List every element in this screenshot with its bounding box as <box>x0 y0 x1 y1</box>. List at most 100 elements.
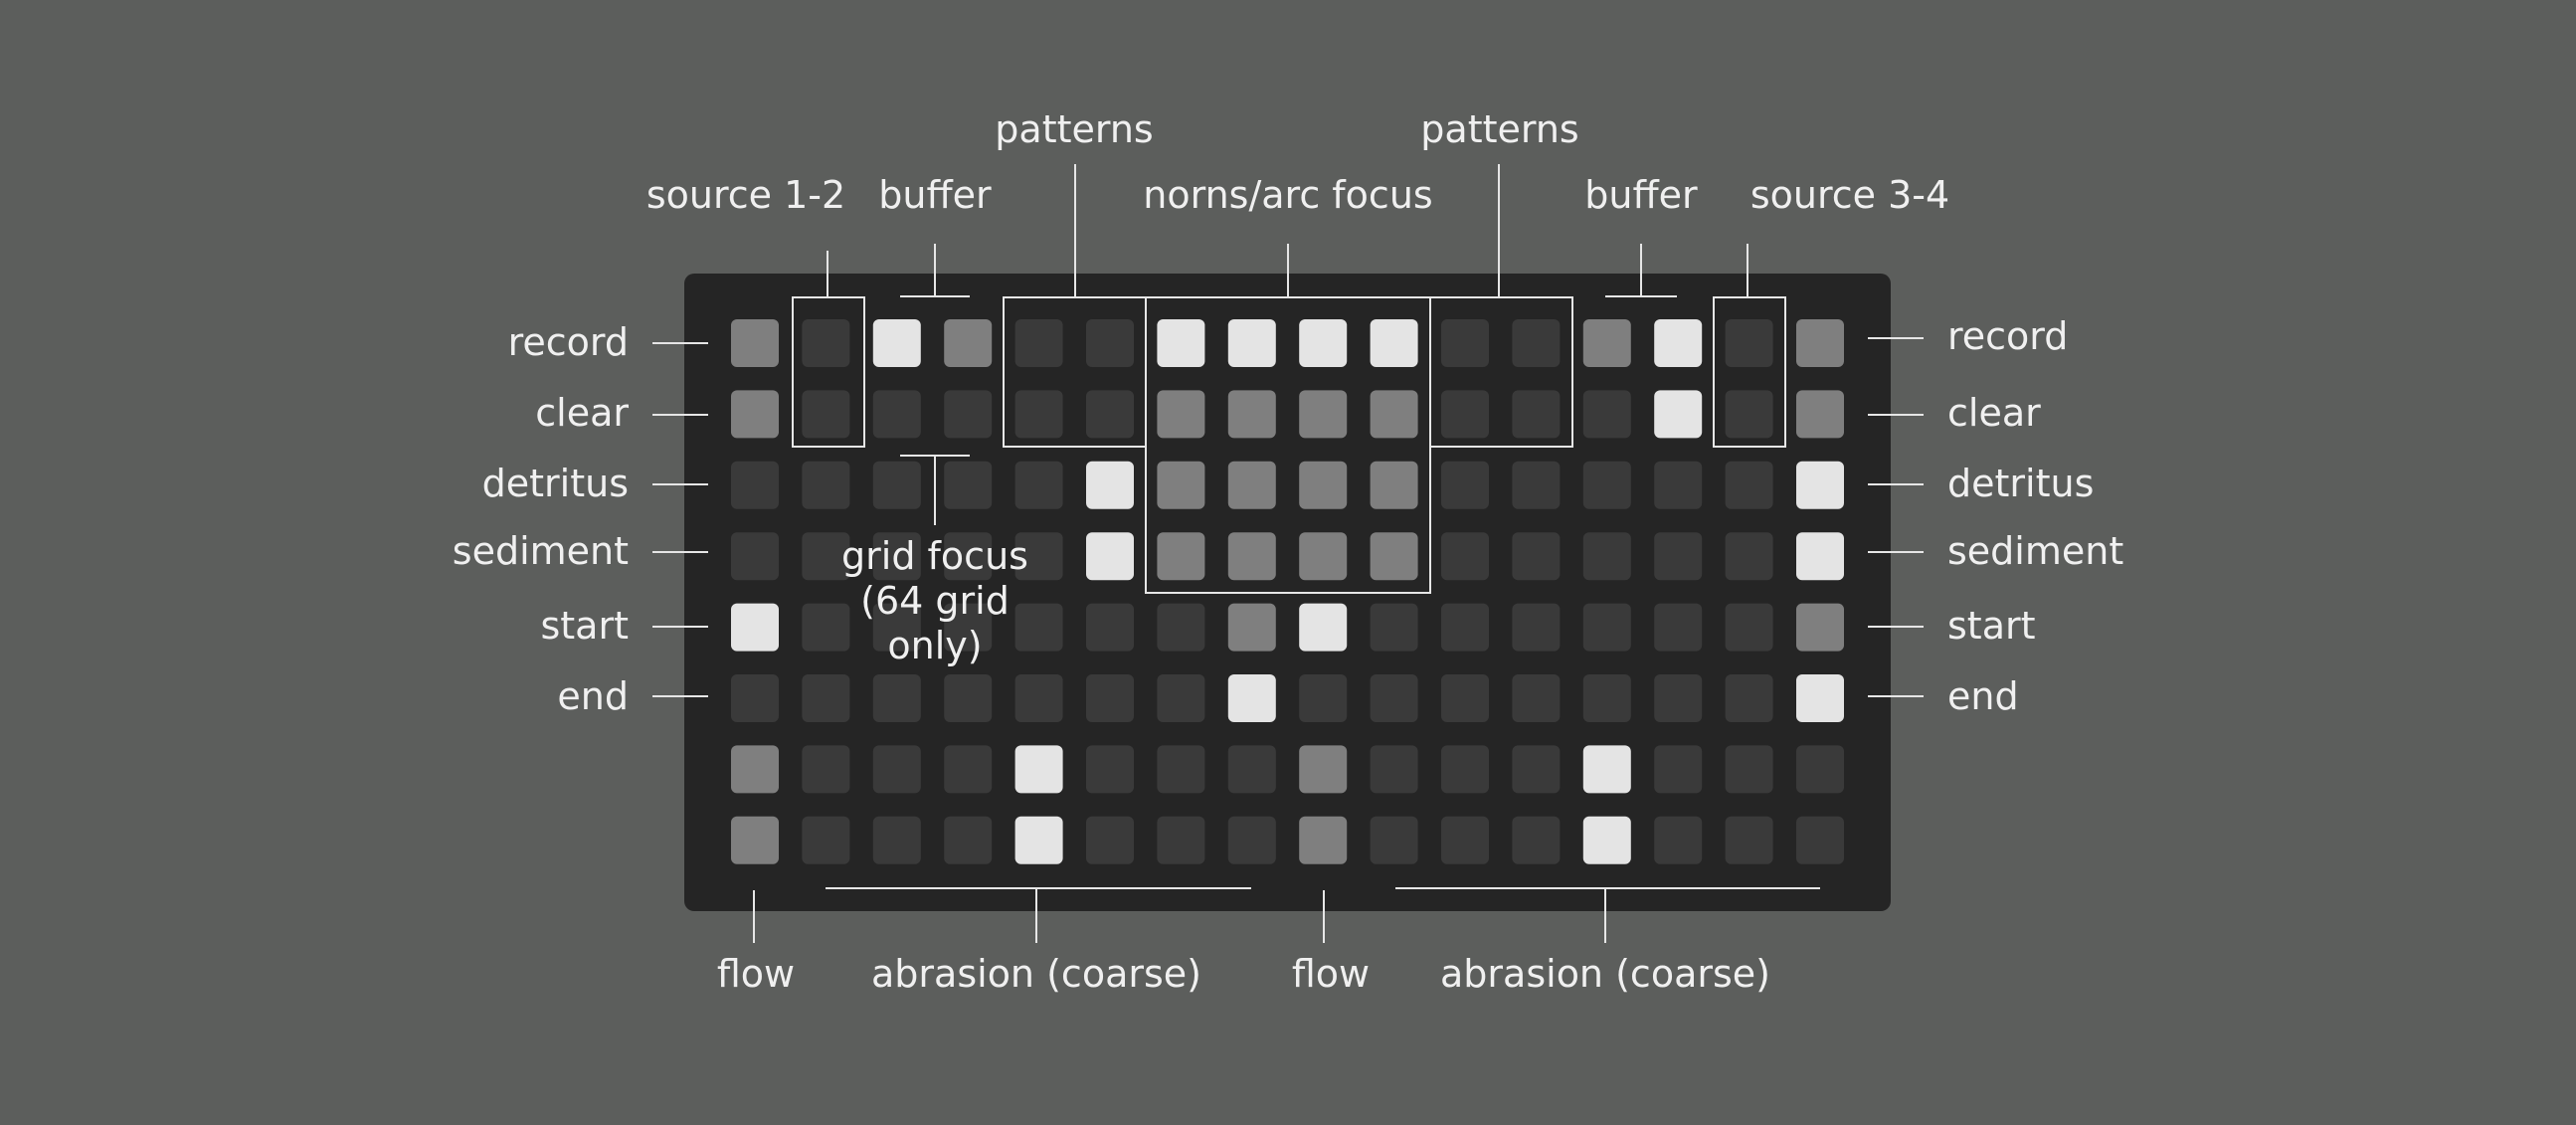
grid-key-r4-c1[interactable] <box>731 532 779 581</box>
grid-key-r1-c16[interactable] <box>1796 319 1844 367</box>
grid-key-r7-c11[interactable] <box>1441 745 1489 794</box>
grid-key-r5-c14[interactable] <box>1654 603 1703 652</box>
grid-key-r4-c5[interactable] <box>1014 532 1063 581</box>
grid-key-r8-c16[interactable] <box>1796 816 1844 864</box>
grid-key-r2-c4[interactable] <box>944 390 993 439</box>
grid-key-r3-c6[interactable] <box>1086 461 1134 509</box>
grid-key-r7-c15[interactable] <box>1725 745 1773 794</box>
grid-key-r4-c9[interactable] <box>1299 532 1348 581</box>
grid-key-r6-c13[interactable] <box>1582 674 1631 722</box>
grid-key-r6-c5[interactable] <box>1014 674 1063 722</box>
grid-key-r7-c10[interactable] <box>1370 745 1418 794</box>
grid-key-r4-c10[interactable] <box>1370 532 1418 581</box>
grid-key-r5-c1[interactable] <box>731 603 779 652</box>
grid-key-r1-c4[interactable] <box>944 319 993 367</box>
grid-key-r1-c7[interactable] <box>1157 319 1205 367</box>
grid-key-r6-c9[interactable] <box>1299 674 1348 722</box>
grid-key-r3-c12[interactable] <box>1512 461 1561 509</box>
grid-key-r7-c5[interactable] <box>1014 745 1063 794</box>
grid-key-r3-c8[interactable] <box>1227 461 1276 509</box>
grid-key-r2-c10[interactable] <box>1370 390 1418 439</box>
grid-key-r2-c8[interactable] <box>1227 390 1276 439</box>
grid-key-r5-c7[interactable] <box>1157 603 1205 652</box>
grid-key-r6-c3[interactable] <box>872 674 921 722</box>
grid-key-r3-c7[interactable] <box>1157 461 1205 509</box>
grid-key-r3-c15[interactable] <box>1725 461 1773 509</box>
grid-key-r2-c2[interactable] <box>802 390 850 439</box>
grid-key-r6-c16[interactable] <box>1796 674 1844 722</box>
grid-key-r6-c11[interactable] <box>1441 674 1489 722</box>
grid-key-r2-c14[interactable] <box>1654 390 1703 439</box>
grid-key-r8-c15[interactable] <box>1725 816 1773 864</box>
grid-key-r1-c15[interactable] <box>1725 319 1773 367</box>
grid-key-r7-c12[interactable] <box>1512 745 1561 794</box>
grid-key-r6-c10[interactable] <box>1370 674 1418 722</box>
grid-key-r7-c1[interactable] <box>731 745 779 794</box>
grid-key-r5-c13[interactable] <box>1582 603 1631 652</box>
grid-key-r7-c4[interactable] <box>944 745 993 794</box>
grid-key-r3-c4[interactable] <box>944 461 993 509</box>
grid-key-r1-c5[interactable] <box>1014 319 1063 367</box>
grid-key-r2-c13[interactable] <box>1582 390 1631 439</box>
grid-key-r6-c7[interactable] <box>1157 674 1205 722</box>
grid-key-r1-c11[interactable] <box>1441 319 1489 367</box>
grid-key-r8-c14[interactable] <box>1654 816 1703 864</box>
grid-key-r8-c9[interactable] <box>1299 816 1348 864</box>
grid-key-r6-c4[interactable] <box>944 674 993 722</box>
grid-key-r7-c8[interactable] <box>1227 745 1276 794</box>
grid-key-r8-c6[interactable] <box>1086 816 1134 864</box>
grid-key-r3-c16[interactable] <box>1796 461 1844 509</box>
grid-key-r1-c3[interactable] <box>872 319 921 367</box>
grid-key-r5-c5[interactable] <box>1014 603 1063 652</box>
grid-key-r6-c1[interactable] <box>731 674 779 722</box>
grid-key-r1-c13[interactable] <box>1582 319 1631 367</box>
grid-key-r5-c6[interactable] <box>1086 603 1134 652</box>
grid-key-r6-c15[interactable] <box>1725 674 1773 722</box>
grid-key-r4-c2[interactable] <box>802 532 850 581</box>
grid-key-r1-c1[interactable] <box>731 319 779 367</box>
grid-key-r2-c9[interactable] <box>1299 390 1348 439</box>
grid-key-r2-c16[interactable] <box>1796 390 1844 439</box>
grid-key-r3-c9[interactable] <box>1299 461 1348 509</box>
grid-key-r6-c2[interactable] <box>802 674 850 722</box>
grid-key-r3-c13[interactable] <box>1582 461 1631 509</box>
grid-key-r8-c12[interactable] <box>1512 816 1561 864</box>
grid-key-r4-c7[interactable] <box>1157 532 1205 581</box>
grid-key-r4-c13[interactable] <box>1582 532 1631 581</box>
grid-key-r3-c1[interactable] <box>731 461 779 509</box>
grid-key-r5-c16[interactable] <box>1796 603 1844 652</box>
grid-key-r3-c11[interactable] <box>1441 461 1489 509</box>
grid-key-r5-c9[interactable] <box>1299 603 1348 652</box>
grid-key-r5-c15[interactable] <box>1725 603 1773 652</box>
grid-key-r2-c3[interactable] <box>872 390 921 439</box>
grid-key-r8-c13[interactable] <box>1582 816 1631 864</box>
grid-key-r7-c7[interactable] <box>1157 745 1205 794</box>
grid-key-r8-c4[interactable] <box>944 816 993 864</box>
grid-key-r7-c6[interactable] <box>1086 745 1134 794</box>
grid-key-r8-c7[interactable] <box>1157 816 1205 864</box>
grid-key-r2-c5[interactable] <box>1014 390 1063 439</box>
grid-key-r1-c14[interactable] <box>1654 319 1703 367</box>
grid-key-r6-c12[interactable] <box>1512 674 1561 722</box>
grid-key-r4-c12[interactable] <box>1512 532 1561 581</box>
grid-key-r6-c6[interactable] <box>1086 674 1134 722</box>
grid-key-r2-c11[interactable] <box>1441 390 1489 439</box>
grid-key-r7-c14[interactable] <box>1654 745 1703 794</box>
grid-key-r4-c6[interactable] <box>1086 532 1134 581</box>
grid-key-r7-c3[interactable] <box>872 745 921 794</box>
grid-key-r1-c10[interactable] <box>1370 319 1418 367</box>
grid-key-r3-c2[interactable] <box>802 461 850 509</box>
grid-key-r6-c14[interactable] <box>1654 674 1703 722</box>
grid-key-r5-c10[interactable] <box>1370 603 1418 652</box>
grid-key-r2-c6[interactable] <box>1086 390 1134 439</box>
grid-key-r4-c3[interactable] <box>872 532 921 581</box>
grid-key-r4-c11[interactable] <box>1441 532 1489 581</box>
grid-key-r8-c1[interactable] <box>731 816 779 864</box>
grid-key-r5-c4[interactable] <box>944 603 993 652</box>
grid-key-r2-c15[interactable] <box>1725 390 1773 439</box>
grid-key-r4-c8[interactable] <box>1227 532 1276 581</box>
grid-key-r4-c4[interactable] <box>944 532 993 581</box>
grid-key-r3-c10[interactable] <box>1370 461 1418 509</box>
grid-key-r6-c8[interactable] <box>1227 674 1276 722</box>
grid-key-r5-c8[interactable] <box>1227 603 1276 652</box>
